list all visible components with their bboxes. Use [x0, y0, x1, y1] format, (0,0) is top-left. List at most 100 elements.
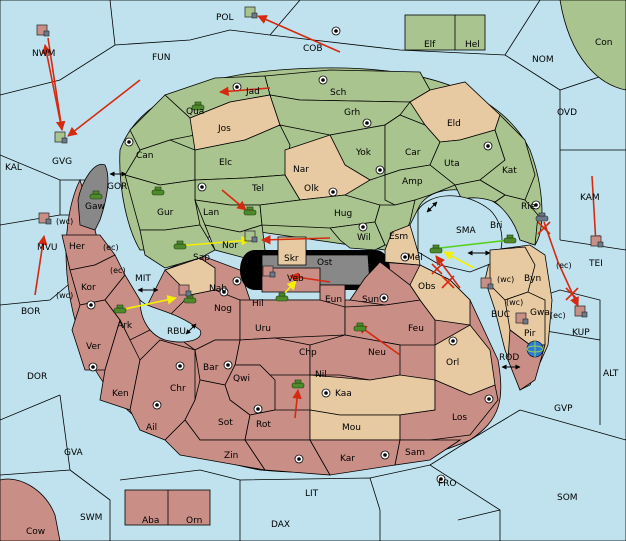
supply-center-icon [88, 362, 98, 372]
label-Sap: Sap [193, 253, 210, 263]
crossing-arrows [109, 171, 521, 370]
label-KUP: KUP [572, 328, 590, 338]
label-Elf: Elf [424, 40, 436, 50]
label-Ost: Ost [317, 258, 333, 268]
label-Gwa: Gwa [530, 308, 550, 318]
label-Ken: Ken [112, 389, 129, 399]
label-Amp: Amp [402, 177, 423, 187]
fleet-marker-icon [480, 277, 494, 290]
rbu-sea [139, 299, 202, 343]
army-tank-icon [275, 292, 289, 302]
label-FRO: FRO [438, 479, 457, 489]
label-Ail: Ail [146, 423, 157, 433]
label-Skr: Skr [284, 254, 299, 264]
label-GVG: GVG [52, 157, 72, 167]
label-Con: Con [595, 38, 613, 48]
label-Jad: Jad [245, 87, 260, 97]
label-DAX: DAX [271, 520, 290, 530]
army-tank-icon [243, 206, 257, 216]
double-arrow-icon [185, 323, 197, 335]
supply-center-icon [531, 200, 541, 210]
supply-center-icon [253, 404, 263, 414]
army-tank-icon [183, 294, 197, 304]
label-Olk: Olk [304, 184, 320, 194]
label-OVD: OVD [557, 108, 577, 118]
supply-center-icon [232, 276, 242, 286]
label-Jos: Jos [217, 124, 231, 134]
supply-center-icon [152, 400, 162, 410]
army-tank-icon [89, 190, 103, 200]
army-tank-icon [191, 101, 205, 111]
coast-gwa-ec: (ec) [550, 311, 566, 320]
supply-center-icon [448, 336, 458, 346]
label-Eun: Eun [325, 295, 342, 305]
coast-kor-wc: (wc) [56, 291, 73, 300]
coast-byn-ec: (ec) [556, 261, 572, 270]
fleet-marker-icon [515, 312, 529, 325]
fleet-marker-icon [178, 284, 192, 297]
label-Car: Car [405, 148, 421, 158]
skr-region [277, 236, 307, 266]
supply-center-icon [484, 394, 494, 404]
army-tank-icon [173, 240, 187, 250]
cow-land [0, 478, 61, 541]
label-Hil: Hil [252, 299, 264, 309]
supply-center-icon [379, 293, 389, 303]
label-Nil: Nil [315, 370, 327, 380]
label-Grh: Grh [344, 108, 360, 118]
label-Nab: Nab [209, 284, 227, 294]
label-Zin: Zin [224, 451, 238, 461]
label-Chp: Chp [299, 348, 317, 358]
label-Gaw: Gaw [85, 202, 105, 212]
label-KAM: KAM [580, 193, 600, 203]
support-orders [119, 235, 475, 311]
label-Rie: Rie [521, 202, 536, 212]
label-Mou: Mou [342, 423, 361, 433]
label-Aba: Aba [142, 516, 159, 526]
label-ALT: ALT [603, 369, 619, 379]
army-units [89, 101, 549, 389]
label-Can: Can [136, 151, 154, 161]
label-SMA: SMA [456, 226, 476, 236]
fleet-marker-icon [54, 131, 68, 144]
failed-orders [431, 221, 579, 301]
label-TEI: TEI [588, 259, 603, 269]
label-Esm: Esm [389, 232, 408, 242]
label-Elc: Elc [219, 158, 232, 168]
coast-mvu-wc: (wc) [56, 217, 73, 226]
aba-orn-box [124, 489, 211, 526]
coast-gwa-wc: (wc) [506, 298, 523, 307]
label-Eld: Eld [447, 119, 461, 129]
fleet-markers [36, 6, 604, 325]
label-Cow: Cow [26, 527, 45, 537]
label-Kaa: Kaa [335, 389, 352, 399]
coast-byn-wc: (wc) [497, 275, 514, 284]
supply-center-icon [436, 474, 446, 484]
label-Nog: Nog [214, 304, 232, 314]
rose-territories [61, 224, 546, 476]
label-Feu: Feu [408, 324, 424, 334]
label-DOR: DOR [27, 372, 47, 382]
label-SOM: SOM [557, 493, 578, 503]
failed-order-x-icon [441, 275, 455, 289]
supply-center-icon [331, 26, 341, 36]
coast-notes: (ec) (ec) (wc) (wc) (wc) (ec) (ec) (wc) [56, 217, 572, 320]
army-tank-icon [113, 304, 127, 314]
supply-center-icon [358, 222, 368, 232]
label-BOR: BOR [21, 307, 40, 317]
coast-kor-ec: (ec) [110, 266, 126, 275]
fleet-marker-icon [574, 305, 588, 318]
label-Uru: Uru [255, 324, 271, 334]
label-Los: Los [452, 413, 467, 423]
supply-center-icon [328, 187, 338, 197]
label-Bar: Bar [203, 363, 219, 373]
label-MVU: MVU [37, 243, 58, 253]
label-Chr: Chr [170, 384, 186, 394]
label-NWM: NWM [32, 49, 55, 59]
supply-center-icon [197, 182, 207, 192]
supply-center-icon [362, 118, 372, 128]
convoy-order [439, 239, 511, 249]
label-Neu: Neu [368, 348, 386, 358]
